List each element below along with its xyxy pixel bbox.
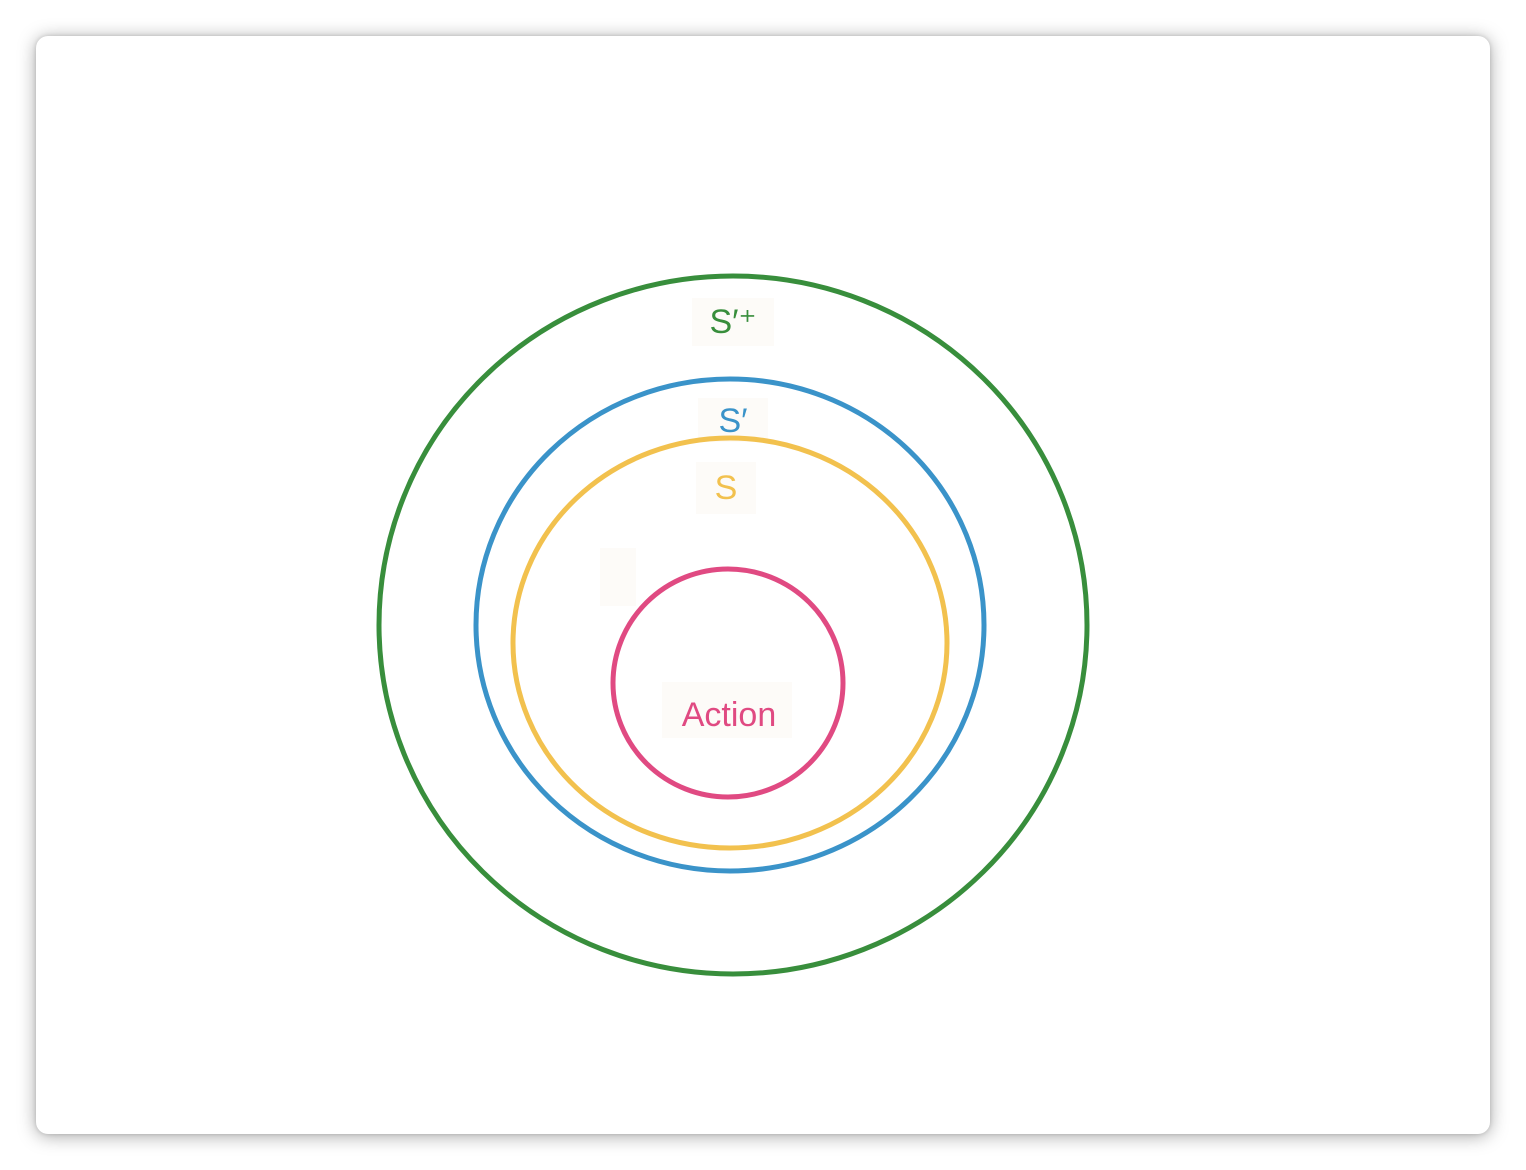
diagram-card: S′⁺ S′ S Action (36, 36, 1490, 1134)
label-backplate-action (662, 682, 792, 738)
label-backplate-s (696, 462, 756, 514)
label-backplate-s-prime-plus (692, 298, 774, 346)
set-s-label: S (715, 469, 738, 507)
set-s-prime-plus-boundary (376, 273, 1090, 977)
set-action-boundary (610, 566, 846, 800)
set-s-prime-plus-label: S′⁺ (710, 303, 757, 341)
nested-sets-diagram: S′⁺ S′ S Action (376, 273, 1090, 977)
set-action-label: Action (682, 696, 777, 734)
set-s-prime-label: S′ (718, 402, 747, 440)
label-backplate-extra (600, 548, 636, 606)
set-s-prime-boundary (473, 376, 987, 874)
set-s-boundary (510, 435, 950, 851)
label-backplate-s-prime (698, 398, 768, 442)
